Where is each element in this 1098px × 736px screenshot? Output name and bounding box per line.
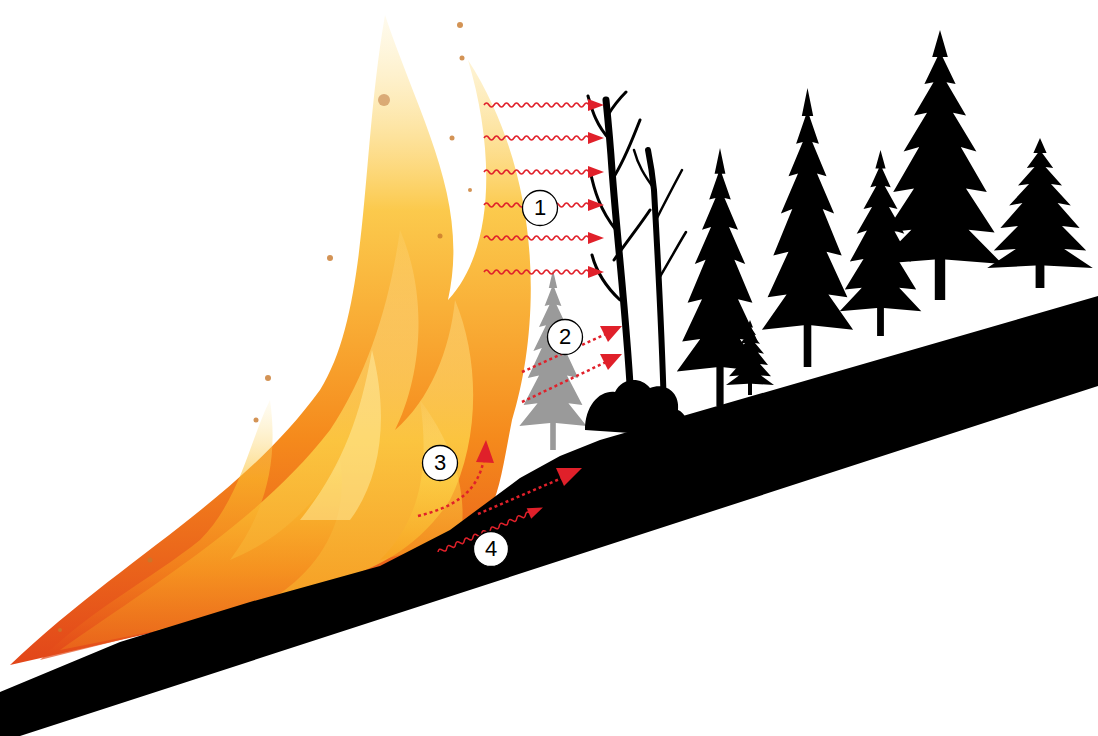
- pine-tree: [987, 138, 1093, 288]
- circle-shape: [423, 446, 458, 481]
- ember: [327, 255, 333, 261]
- arrow-head: [600, 326, 622, 342]
- callout-number: 4: [485, 538, 497, 560]
- wavy-arrow: [484, 132, 604, 144]
- dotted-arrow: [478, 478, 562, 514]
- callout-number: 3: [434, 452, 446, 474]
- callout-number: 2: [559, 326, 571, 348]
- wavy-arrow: [484, 99, 604, 111]
- circle-shape: [474, 532, 509, 567]
- branch: [588, 92, 650, 300]
- callout-circle: 4: [472, 530, 510, 568]
- pine-tree: [762, 88, 853, 367]
- ember: [450, 136, 455, 141]
- ember: [460, 56, 465, 61]
- ember: [457, 22, 463, 28]
- flame: [300, 350, 381, 520]
- wavy-arrow: [484, 232, 604, 244]
- callout-number: 1: [534, 197, 546, 219]
- wavy-arrow: [484, 266, 604, 278]
- radiation-arrows: [484, 99, 604, 278]
- ember: [468, 188, 472, 192]
- bare-tree: [588, 92, 686, 420]
- ember: [438, 234, 443, 239]
- callout-circle: 1: [521, 189, 559, 227]
- ember: [148, 558, 153, 563]
- callout-circle: 2: [546, 318, 584, 356]
- pine-tree-grey: [519, 270, 586, 450]
- arrow-head: [556, 468, 582, 486]
- ground-slope: [0, 296, 1098, 736]
- circle-shape: [523, 191, 558, 226]
- ember: [254, 418, 259, 423]
- arrow-head: [600, 354, 622, 370]
- dotted-arrow: [522, 362, 606, 402]
- arrow-head: [476, 440, 494, 463]
- branch: [634, 150, 686, 280]
- ember: [265, 375, 271, 381]
- pine-tree: [878, 30, 1003, 300]
- trunk: [648, 150, 664, 410]
- callout-circle: 3: [421, 444, 459, 482]
- wavy-arrow: [484, 166, 604, 178]
- pine-tree: [726, 320, 774, 395]
- ember: [58, 628, 62, 632]
- ember: [378, 94, 390, 106]
- circle-shape: [548, 320, 583, 355]
